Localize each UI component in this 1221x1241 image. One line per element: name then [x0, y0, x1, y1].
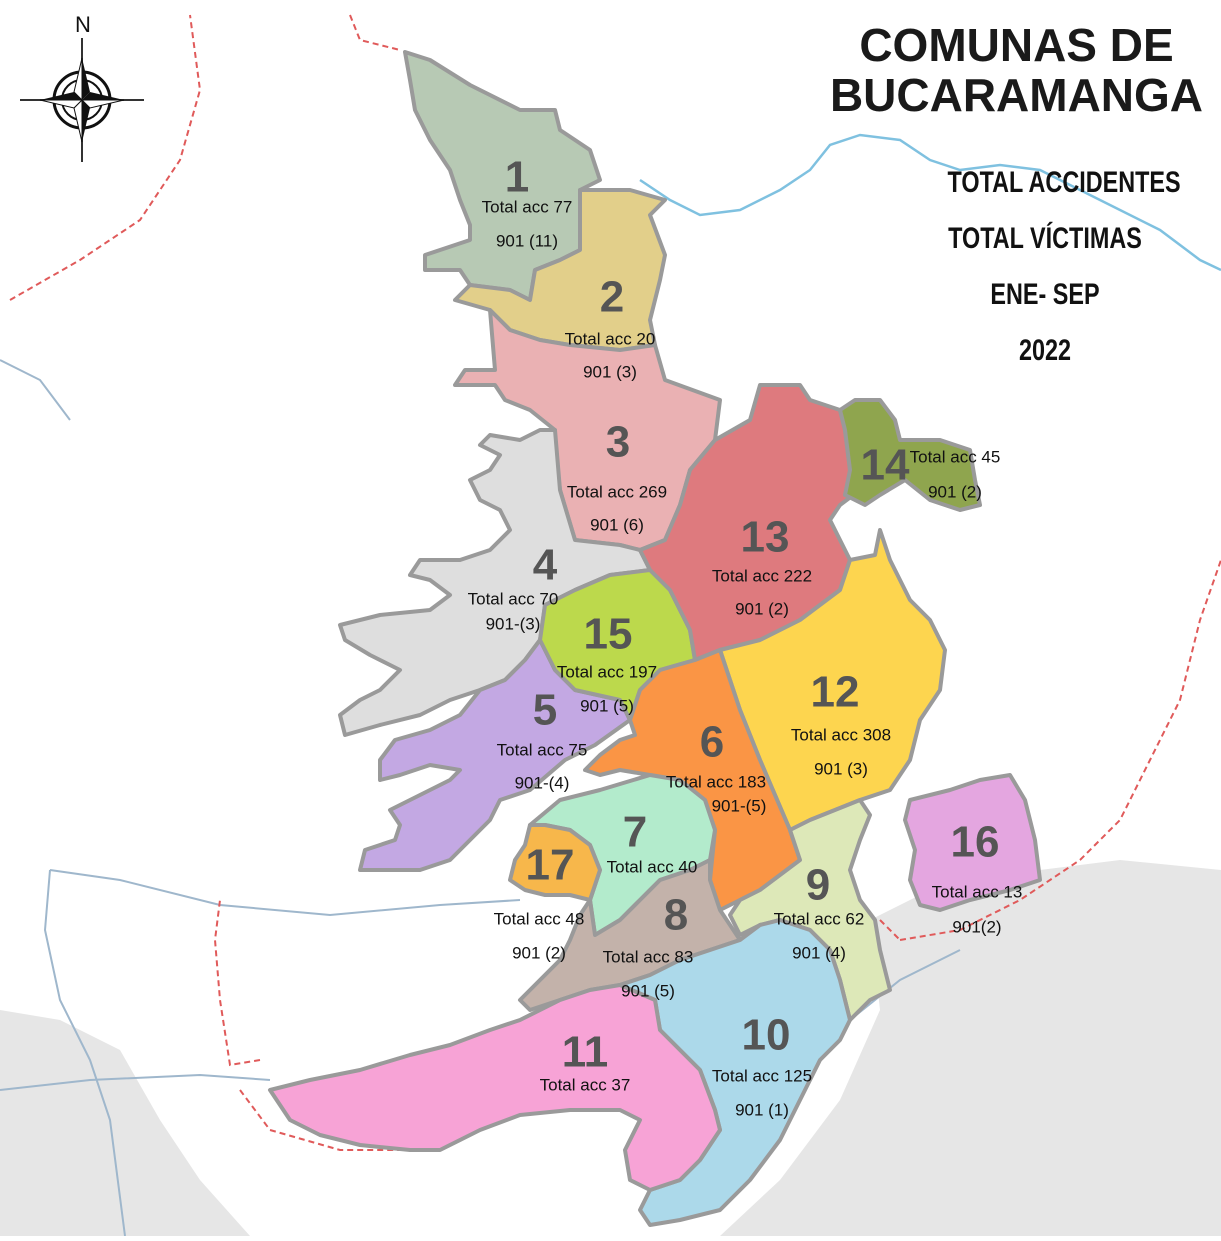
- comuna-11-accidents: Total acc 37: [540, 1075, 631, 1094]
- comuna-15-number: 15: [584, 610, 633, 659]
- comuna-1-victims: 901 (11): [496, 231, 558, 250]
- comuna-11-area[interactable]: [268, 983, 722, 1192]
- comuna-15-victims: 901 (5): [580, 696, 634, 715]
- comuna-5-area[interactable]: [358, 638, 632, 872]
- north-label: N: [75, 12, 91, 37]
- subtitle-line-3: ENE- SEP: [990, 278, 1100, 311]
- comuna-3-number: 3: [606, 418, 630, 467]
- comuna-13-area[interactable]: [638, 383, 862, 662]
- comuna-16-area[interactable]: [903, 773, 1042, 912]
- comuna-5-victims: 901-(4): [515, 773, 570, 792]
- municipal-boundaries: [9, 14, 1221, 1151]
- comuna-17-number: 17: [526, 841, 575, 890]
- comuna-7-number: 7: [623, 808, 647, 857]
- subtitle-line-2: TOTAL VÍCTIMAS: [948, 222, 1142, 255]
- comuna-7-accidents: Total acc 40: [607, 857, 698, 876]
- title-line-1: COMUNAS DE: [859, 19, 1174, 71]
- comuna-9-number: 9: [806, 861, 830, 910]
- comuna-6-accidents: Total acc 183: [666, 772, 766, 791]
- comuna-12-number: 12: [811, 668, 860, 717]
- comuna-13-number: 13: [741, 513, 790, 562]
- comuna-9-accidents: Total acc 62: [774, 909, 865, 928]
- comuna-6-number: 6: [700, 718, 724, 767]
- comuna-8-accidents: Total acc 83: [603, 947, 694, 966]
- comuna-14-accidents: Total acc 45: [910, 447, 1001, 466]
- comuna-14-area[interactable]: [838, 398, 982, 512]
- comuna-12-victims: 901 (3): [814, 759, 868, 778]
- comuna-11-number: 11: [562, 1028, 609, 1077]
- comuna-2-accidents: Total acc 20: [565, 329, 656, 348]
- comuna-17-area[interactable]: [508, 823, 602, 902]
- municipal-lines: [0, 359, 961, 1237]
- comuna-4-number: 4: [533, 541, 558, 590]
- map-title: COMUNAS DE BUCARAMANGA: [812, 20, 1221, 120]
- comuna-17-victims: 901 (2): [512, 943, 566, 962]
- river: [639, 133, 1221, 272]
- comuna-2-number: 2: [600, 273, 624, 322]
- comuna-8-victims: 901 (5): [621, 981, 675, 1000]
- comuna-15-accidents: Total acc 197: [557, 662, 657, 681]
- comuna-16-accidents: Total acc 13: [932, 882, 1023, 901]
- comuna-17-accidents: Total acc 48: [494, 909, 585, 928]
- comuna-1-number: 1: [505, 153, 529, 202]
- comuna-4-victims: 901-(3): [486, 614, 541, 633]
- title-line-2: BUCARAMANGA: [829, 69, 1204, 121]
- subtitle-line-1: TOTAL ACCIDENTES: [947, 166, 1181, 199]
- comuna-13-accidents: Total acc 222: [712, 566, 812, 585]
- comuna-16-victims: 901(2): [952, 917, 1001, 936]
- comuna-8-number: 8: [664, 891, 688, 940]
- comuna-2-victims: 901 (3): [583, 362, 637, 381]
- comuna-14-number: 14: [861, 441, 910, 490]
- comuna-3-accidents: Total acc 269: [567, 482, 667, 501]
- comuna-10-victims: 901 (1): [735, 1100, 789, 1119]
- comuna-13-victims: 901 (2): [735, 599, 789, 618]
- comuna-12-accidents: Total acc 308: [791, 725, 891, 744]
- outside-terrain: [0, 860, 1221, 1236]
- comuna-3-victims: 901 (6): [590, 515, 644, 534]
- comuna-6-victims: 901-(5): [712, 796, 767, 815]
- comuna-9-area[interactable]: [728, 798, 892, 1022]
- subtitle-line-4: 2022: [1018, 334, 1072, 367]
- comuna-5-number: 5: [533, 686, 557, 735]
- comuna-16-number: 16: [951, 818, 1000, 867]
- comuna-10-number: 10: [742, 1011, 791, 1060]
- comuna-9-victims: 901 (4): [792, 943, 846, 962]
- comuna-10-accidents: Total acc 125: [712, 1066, 812, 1085]
- comuna-1-accidents: Total acc 77: [482, 197, 573, 216]
- comuna-4-accidents: Total acc 70: [468, 589, 559, 608]
- comuna-14-victims: 901 (2): [928, 482, 982, 501]
- compass-rose-icon: N: [20, 12, 144, 162]
- comuna-5-accidents: Total acc 75: [497, 740, 588, 759]
- comunas-layer: [268, 50, 1042, 1227]
